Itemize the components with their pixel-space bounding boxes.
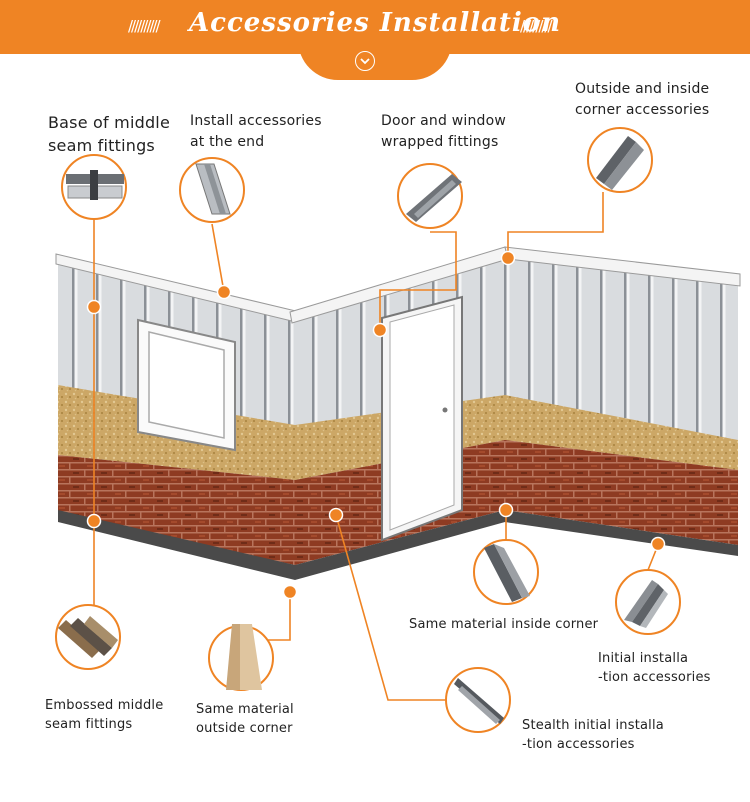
marker-dot-corner bbox=[500, 250, 516, 266]
embossed-seam-icon bbox=[55, 604, 121, 670]
leader-lines bbox=[93, 192, 659, 701]
header-tab bbox=[298, 40, 452, 80]
header-slashes-left: ////////// bbox=[128, 17, 161, 35]
seam-fitting-icon bbox=[61, 154, 127, 220]
marker-dot-end bbox=[216, 284, 232, 300]
label-install-at-end: Install accessories at the end bbox=[190, 113, 322, 150]
inside-corner-icon bbox=[473, 539, 539, 605]
marker-dot-base-seam bbox=[86, 299, 102, 315]
page-title: Accessories Installation bbox=[188, 8, 562, 38]
label-inside-corner: Same material inside corner bbox=[409, 617, 599, 632]
door-trim-icon bbox=[397, 163, 463, 229]
label-embossed: Embossed middle seam fittings bbox=[45, 698, 164, 732]
marker-dot-outside-corner bbox=[282, 584, 298, 600]
starter-strip-icon bbox=[615, 569, 681, 635]
label-initial: Initial installa -tion accessories bbox=[598, 651, 711, 685]
label-stealth: Stealth initial installa -tion accessori… bbox=[522, 718, 664, 752]
header-slashes-right: ////////// bbox=[520, 17, 553, 35]
marker-dot-initial bbox=[650, 536, 666, 552]
stealth-strip-icon bbox=[445, 667, 511, 733]
right-wall bbox=[504, 246, 741, 556]
door bbox=[381, 295, 463, 542]
outside-corner-icon bbox=[208, 624, 274, 691]
marker-dot-embossed bbox=[86, 513, 102, 529]
label-corner: Outside and inside corner accessories bbox=[575, 81, 710, 118]
marker-dot-door bbox=[372, 322, 388, 338]
window bbox=[137, 318, 236, 452]
label-base-middle-seam: Base of middle seam fittings bbox=[48, 113, 170, 155]
marker-dot-inside-corner bbox=[498, 502, 514, 518]
corner-trim-icon bbox=[587, 127, 653, 193]
label-door-window: Door and window wrapped fittings bbox=[381, 113, 507, 150]
chevron-down-icon bbox=[355, 51, 375, 71]
end-trim-icon bbox=[179, 157, 245, 223]
label-outside-corner: Same material outside corner bbox=[196, 702, 294, 736]
marker-dot-stealth bbox=[328, 507, 344, 523]
